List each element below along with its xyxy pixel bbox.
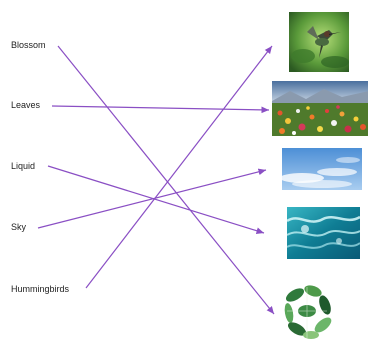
arrow-leaves-to-flower-meadow-photo — [52, 106, 269, 110]
arrow-hummingbirds-to-hummingbird-photo — [86, 46, 272, 288]
arrow-liquid-to-turquoise-water-photo — [48, 166, 264, 233]
arrow-sky-to-blue-sky-photo — [38, 170, 266, 228]
